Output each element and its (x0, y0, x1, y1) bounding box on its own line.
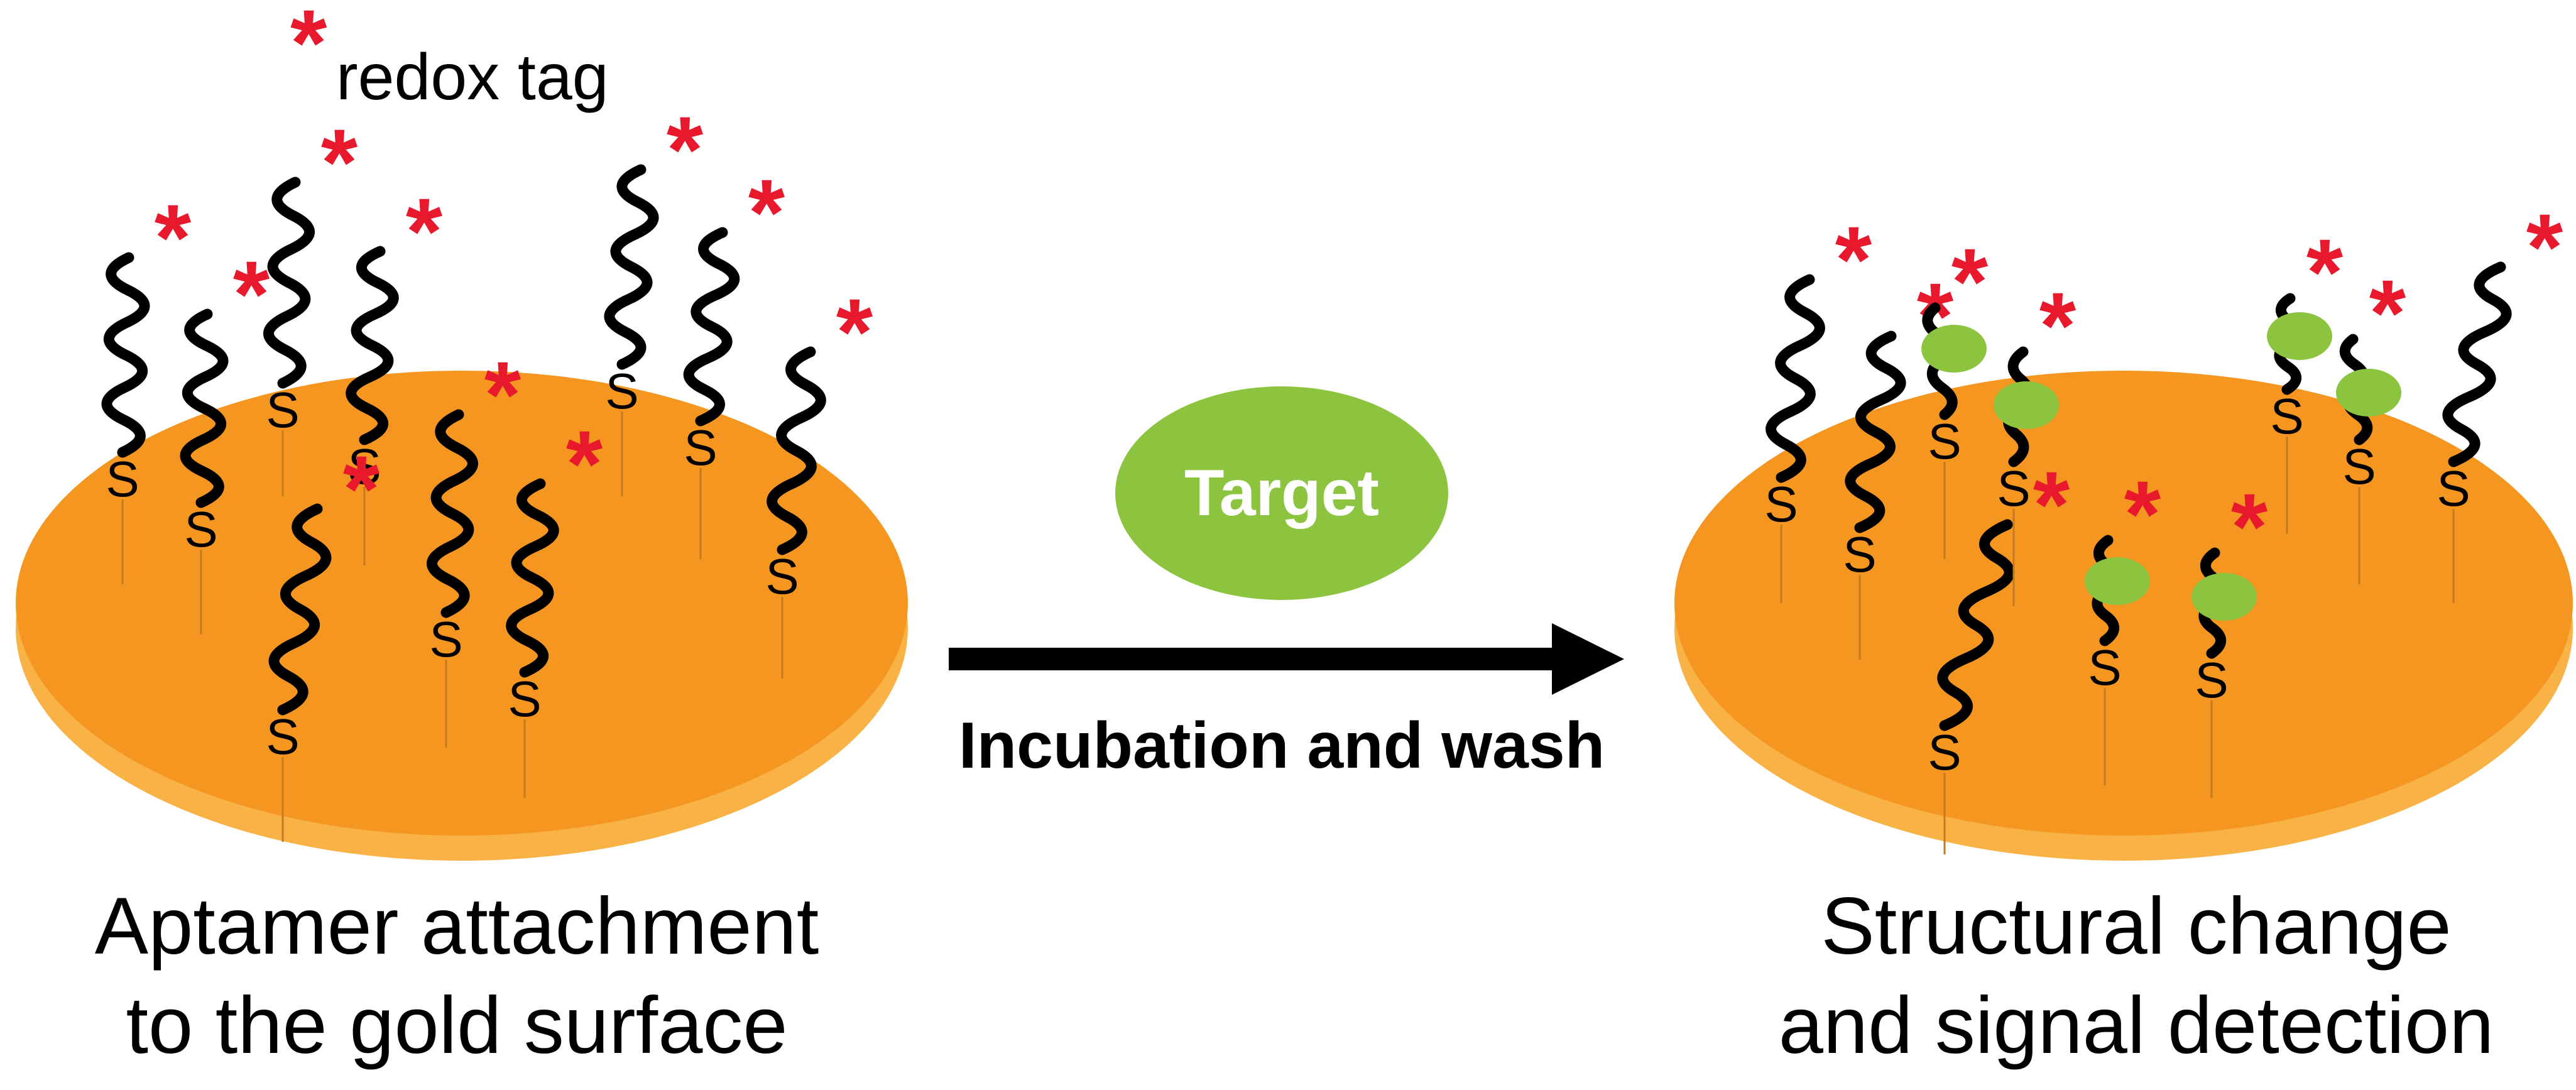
aptamer-backbone (2442, 261, 2512, 467)
thiol-label: S (184, 501, 217, 557)
target-ellipse (1115, 386, 1448, 600)
bound-target (2191, 573, 2257, 621)
left-aptamer-group: S*S*S*S*S*S*S*S*S*S* (101, 97, 873, 842)
aptamer-backbone (767, 346, 826, 555)
thiol-label: S (2195, 652, 2228, 708)
bound-target (1994, 381, 2059, 429)
target-label: Target (1184, 457, 1379, 530)
aptamer-strand: S* (180, 241, 270, 635)
thiol-label: S (1764, 476, 1798, 532)
arrow-shaft (949, 648, 1564, 670)
legend: * redox tag (290, 0, 609, 114)
thiol-label: S (266, 709, 299, 765)
thiol-label: S (1843, 526, 1876, 582)
right-caption-line1: Structural change (1821, 881, 2451, 971)
left-caption-line2: to the gold surface (126, 981, 787, 1071)
aptamer-backbone (263, 177, 315, 389)
aptamer-strand: S* (1764, 207, 1872, 603)
aptamer-strand: S* (346, 178, 443, 565)
redox-tag-icon: * (484, 342, 521, 447)
thiol-label: S (2437, 461, 2470, 516)
redox-tag-icon: * (2369, 260, 2406, 366)
thiol-label: S (266, 382, 299, 438)
redox-tag-icon: * (667, 97, 704, 202)
thiol-label: S (1997, 461, 2030, 516)
redox-tag-icon: * (836, 279, 873, 384)
thiol-label: S (684, 420, 717, 476)
bound-target (2267, 312, 2332, 360)
target-molecule: Target (1115, 386, 1448, 600)
redox-tag-icon: * (1951, 229, 1989, 334)
aptamer-strand: S* (263, 109, 358, 496)
thiol-label: S (1928, 413, 1961, 469)
legend-redox-symbol: * (290, 0, 327, 95)
thiol-label: S (2342, 439, 2376, 494)
redox-tag-icon: * (321, 109, 358, 215)
bound-target (2085, 557, 2150, 605)
redox-tag-icon: * (1835, 207, 1872, 312)
arrow-label: Incubation and wash (959, 709, 1605, 782)
right-caption-line2: and signal detection (1779, 981, 2494, 1071)
redox-tag-icon: * (2306, 219, 2344, 325)
redox-tag-icon: * (2231, 474, 2268, 579)
redox-tag-icon: * (2033, 452, 2070, 557)
aptamer-strand: S* (506, 411, 603, 798)
aptamer-backbone (604, 164, 659, 370)
redox-tag-icon: * (2526, 194, 2563, 300)
aptamer-target-complex: S* (1994, 273, 2077, 606)
thiol-label: S (2270, 388, 2303, 444)
aptamer-backbone (101, 252, 150, 458)
left-caption-line1: Aptamer attachment (95, 881, 819, 971)
redox-tag-icon: * (406, 178, 443, 284)
redox-tag-icon: * (343, 436, 380, 542)
aptamer-strand: S* (427, 342, 521, 748)
thiol-label: S (508, 671, 541, 727)
aptamer-backbone (683, 227, 740, 427)
right-caption: Structural change and signal detection (1779, 881, 2494, 1071)
redox-tag-icon: * (748, 160, 785, 265)
thiol-label: S (605, 363, 638, 419)
aptamer-backbone (427, 409, 478, 618)
aptamer-target-complex: S* (1921, 229, 1989, 559)
redox-tag-icon: * (2039, 273, 2077, 378)
bound-target (1921, 325, 1987, 373)
aptamer-backbone (1937, 519, 2015, 731)
aptamer-backbone (268, 503, 332, 716)
thiol-label: S (429, 611, 462, 667)
redox-tag-icon: * (155, 185, 192, 290)
process-arrow: Incubation and wash (949, 623, 1624, 782)
aptamer-target-complex: S* (2085, 461, 2161, 785)
aptamer-backbone (506, 478, 559, 678)
aptamer-backbone (1766, 274, 1825, 483)
aptamer-strand: S* (266, 436, 380, 842)
thiol-label: S (765, 548, 799, 604)
redox-tag-icon: * (233, 241, 270, 347)
aptamer-backbone (1845, 330, 1906, 533)
aptamer-strand: S* (101, 185, 192, 584)
aptamer-backbone (180, 308, 229, 508)
thiol-label: S (347, 439, 381, 494)
right-aptamer-group: S*S*S*S*S*S*S*S*S*S* (1764, 194, 2563, 854)
legend-text: redox tag (336, 41, 609, 114)
aptamer-target-complex: S* (2191, 474, 2268, 798)
left-caption: Aptamer attachment to the gold surface (95, 881, 819, 1071)
thiol-label: S (2088, 640, 2121, 695)
aptamer-strand: S* (604, 97, 704, 496)
aptamer-strand: S* (683, 160, 785, 559)
thiol-label: S (106, 451, 139, 507)
right-gold-surface (1674, 371, 2573, 861)
aptamer-target-complex: S* (2336, 260, 2406, 584)
redox-tag-icon: * (566, 411, 603, 516)
arrow-head (1552, 623, 1624, 695)
aptamer-strand: S* (1928, 452, 2070, 854)
bound-target (2336, 369, 2401, 417)
aptamer-strand: S* (765, 279, 873, 679)
aptamer-strand: S* (2437, 194, 2563, 603)
aptamer-backbone (346, 246, 399, 445)
thiol-label: S (1928, 724, 1961, 780)
redox-tag-icon: * (2124, 461, 2161, 567)
aptamer-target-complex: S* (2267, 219, 2344, 534)
